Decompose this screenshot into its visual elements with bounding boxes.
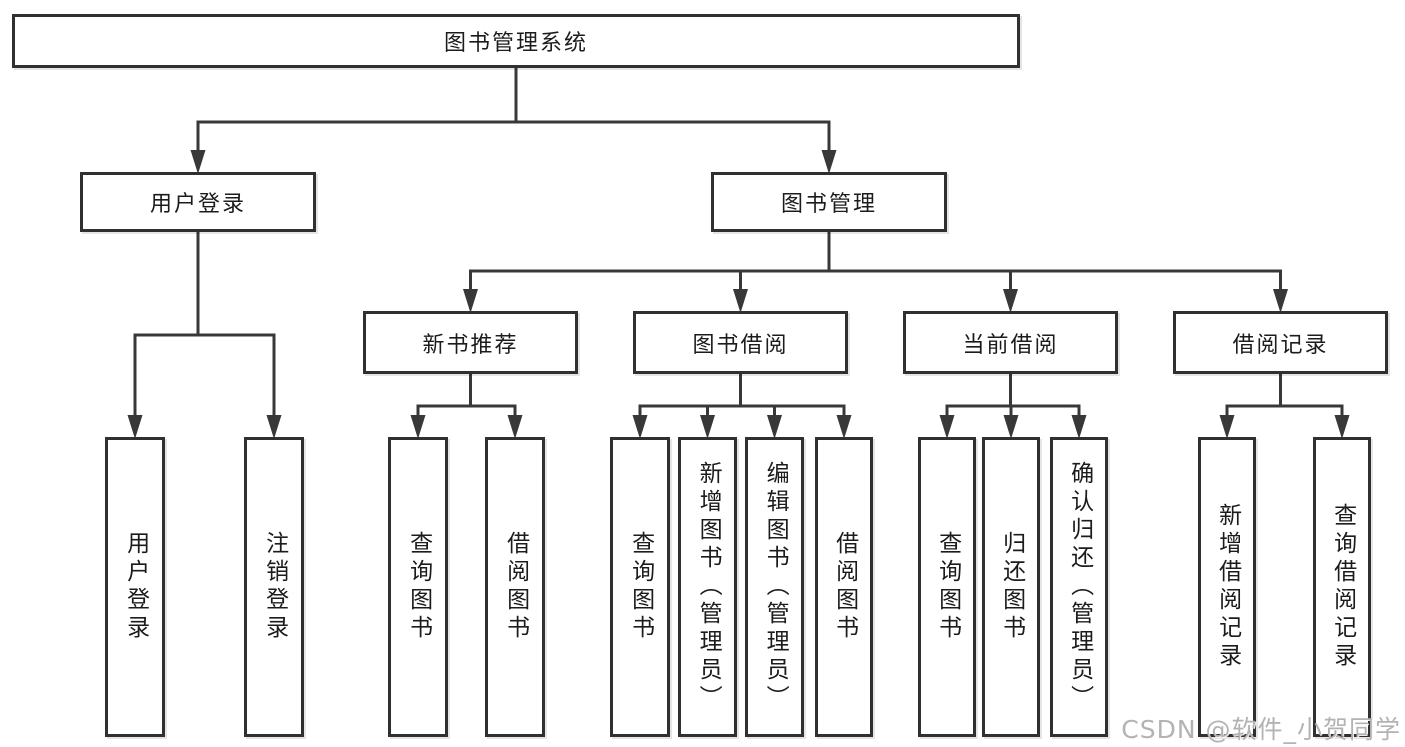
node-label: 归还图书: [998, 531, 1025, 643]
node-op-logout: 注销登录: [244, 437, 304, 737]
node-op-query-book-rec: 查询图书: [388, 437, 448, 737]
arrowhead-icon: [127, 415, 143, 439]
node-label: 借阅记录: [1232, 332, 1329, 358]
arrowhead-icon: [190, 150, 206, 174]
node-user-login: 用户登录: [80, 172, 316, 232]
arrowhead-icon: [463, 289, 478, 313]
arrowhead-icon: [821, 150, 837, 174]
node-label: 新增图书（管理员）: [695, 461, 722, 713]
arrowhead-icon: [1219, 415, 1235, 439]
arrowhead-icon: [1003, 289, 1018, 313]
node-label: 确认归还（管理员）: [1066, 461, 1093, 713]
node-book-borrow: 图书借阅: [633, 311, 848, 374]
node-book-mgmt: 图书管理: [711, 172, 947, 232]
node-label: 查询图书: [934, 531, 961, 643]
node-label: 当前借阅: [962, 332, 1059, 358]
node-label: 图书借阅: [692, 332, 789, 358]
arrowhead-icon: [1003, 415, 1019, 439]
node-op-borrow-book: 借阅图书: [815, 437, 873, 737]
arrowhead-icon: [1071, 415, 1087, 439]
node-label: 编辑图书（管理员）: [762, 461, 789, 713]
node-op-confirm-return: 确认归还（管理员）: [1050, 437, 1108, 737]
node-op-return-book: 归还图书: [982, 437, 1040, 737]
node-label: 用户登录: [149, 192, 246, 217]
arrowhead-icon: [507, 415, 523, 439]
edge-from-current-borrow: [945, 374, 1081, 419]
node-op-user-login: 用户登录: [105, 437, 165, 737]
node-new-book-rec: 新书推荐: [363, 311, 578, 374]
edge-from-user-login: [133, 232, 276, 419]
node-root: 图书管理系统: [12, 14, 1020, 68]
arrowhead-icon: [1273, 289, 1288, 313]
node-current-borrow: 当前借阅: [903, 311, 1118, 374]
node-op-query-current: 查询图书: [918, 437, 976, 737]
node-op-query-book: 查询图书: [610, 437, 670, 737]
arrowhead-icon: [1334, 415, 1350, 439]
node-label: 图书管理: [780, 192, 877, 217]
arrowhead-icon: [266, 415, 282, 439]
node-label: 查询图书: [627, 531, 654, 643]
arrowhead-icon: [733, 289, 748, 313]
node-op-edit-book-admin: 编辑图书（管理员）: [745, 437, 804, 737]
node-op-add-book-admin: 新增图书（管理员）: [678, 437, 737, 737]
node-label: 借阅图书: [502, 531, 529, 643]
edge-from-book-borrow: [638, 374, 846, 419]
arrowhead-icon: [632, 415, 648, 439]
edge-from-root: [196, 68, 831, 154]
node-label: 新增借阅记录: [1214, 503, 1241, 671]
edge-from-book-mgmt: [469, 232, 1282, 293]
arrowhead-icon: [700, 415, 715, 439]
arrowhead-icon: [767, 415, 782, 439]
arrowhead-icon: [410, 415, 426, 439]
edge-from-borrow-records: [1225, 374, 1344, 419]
arrowhead-icon: [939, 415, 955, 439]
node-label: 注销登录: [261, 531, 288, 643]
edge-from-new-book-rec: [416, 374, 517, 419]
node-op-query-borrow-record: 查询借阅记录: [1313, 437, 1371, 737]
node-borrow-records: 借阅记录: [1173, 311, 1388, 374]
node-label: 查询图书: [405, 531, 432, 643]
node-label: 用户登录: [122, 531, 149, 643]
node-label: 借阅图书: [831, 531, 858, 643]
node-label: 查询借阅记录: [1329, 503, 1356, 671]
node-label: 新书推荐: [422, 332, 519, 358]
node-op-borrow-book-rec: 借阅图书: [485, 437, 545, 737]
node-op-add-borrow-record: 新增借阅记录: [1198, 437, 1256, 737]
csdn-watermark: CSDN @软件_小贺同学: [1121, 715, 1401, 744]
node-label: 图书管理系统: [443, 31, 588, 56]
arrowhead-icon: [836, 415, 852, 439]
